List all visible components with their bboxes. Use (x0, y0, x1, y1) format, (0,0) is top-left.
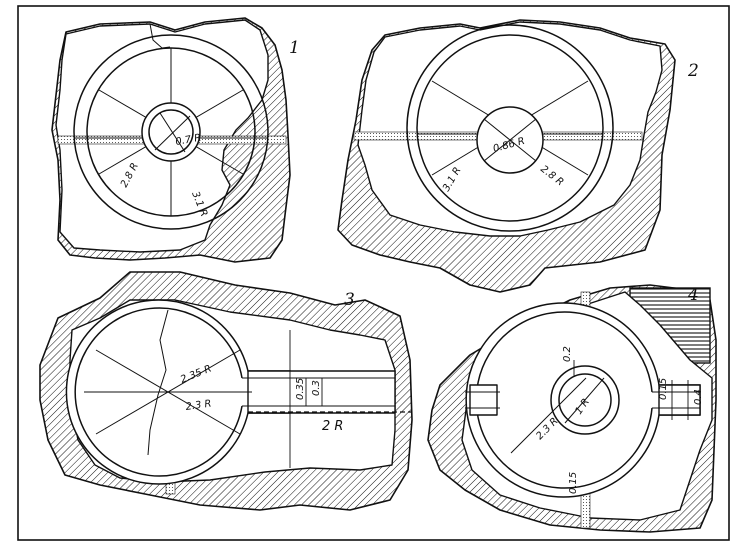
figure-2-number: 2 (687, 61, 699, 81)
fig3-label-inner: 2.3 R (185, 398, 212, 413)
fig3-inner-ring (74, 307, 243, 477)
fig2-hub-spoke (483, 118, 537, 162)
fig4-label-hub-depth: 0.2 (562, 346, 573, 362)
fig4-channel (658, 384, 701, 416)
fig4-label-band-top: 0.15 (658, 378, 669, 400)
fig4-radius (510, 377, 587, 454)
fig3-label-width: 0.35 (295, 378, 306, 400)
fig2-outer-ring (406, 24, 614, 232)
fig3-label-length: 2 R (322, 419, 343, 434)
fig1-crack (149, 23, 171, 49)
figure-1: 1 0.7 R 2.8 R 3.1 R (51, 17, 300, 263)
fig3-label-depth: 0.3 (311, 380, 322, 396)
figure-3: 3 2.35 R 2.3 R 2 R 0.35 0.3 (39, 271, 413, 511)
fig3-crack (147, 309, 169, 456)
fig1-outer-ring (73, 34, 269, 230)
fig4-label-channel: 0.4 (693, 389, 704, 405)
fig4-left-channel (469, 384, 498, 416)
fig1-label-hub: 0.7 R (175, 133, 203, 148)
figure-4: 4 0.2 1 R 2.3 R 0.15 0.4 0.15 (427, 284, 717, 533)
figure-1-number: 1 (289, 38, 300, 58)
figure-4-number: 4 (687, 285, 699, 305)
fig4-radius-hub (564, 377, 605, 424)
fig3-channel (247, 370, 396, 414)
fig2-inner-ring (416, 34, 604, 222)
plate-frame (17, 5, 730, 541)
figure-3-number: 3 (344, 290, 355, 310)
fig1-hub-spoke (159, 112, 186, 153)
fig4-label-band-bottom: 0.15 (568, 472, 579, 494)
fig1-hub-inner (148, 109, 194, 155)
figure-2: 2 0.86 R 3.1 R 2.8 R (337, 19, 699, 293)
